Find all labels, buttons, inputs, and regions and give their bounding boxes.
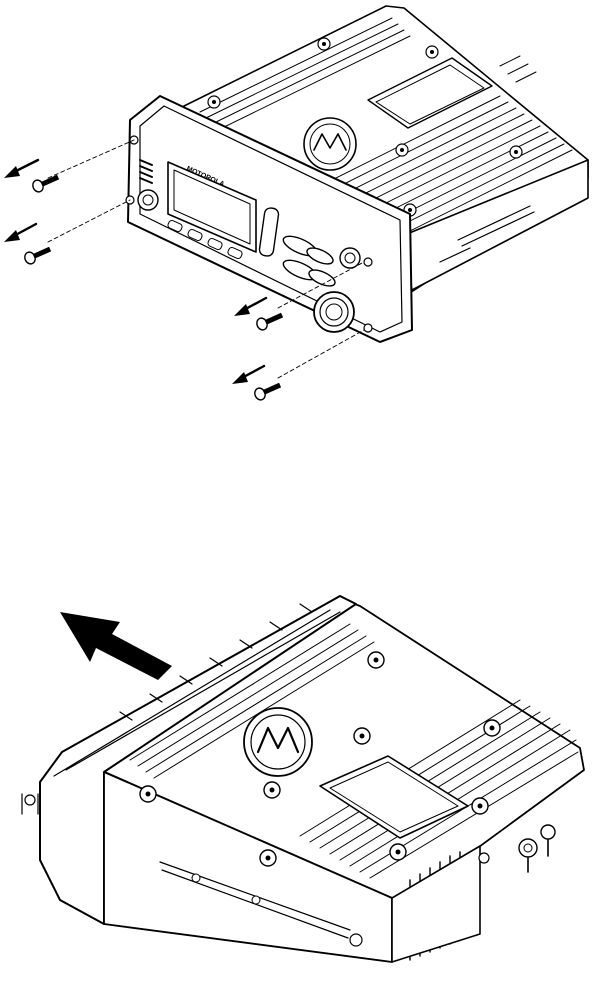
step-1-screw-removal: MOTOROLA: [4, 6, 588, 402]
volume-knob: [314, 292, 354, 332]
large-arrow-icon: [60, 612, 172, 680]
step-2-slide-out: [22, 596, 584, 962]
